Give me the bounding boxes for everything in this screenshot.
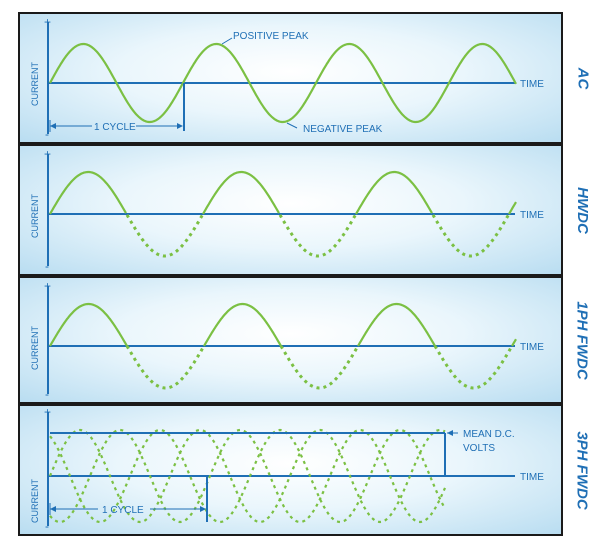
- phase-b-wave: [49, 428, 446, 524]
- minus-sign: -: [45, 127, 49, 141]
- time-label: TIME: [520, 79, 544, 90]
- phase-a-wave: [48, 428, 446, 524]
- fwdc-solid-humps: [49, 302, 517, 347]
- time-label: TIME: [520, 210, 544, 221]
- y-axis-label: CURRENT: [30, 193, 40, 238]
- side-label-hwdc: HWDC: [565, 144, 600, 276]
- plus-sign: +: [44, 15, 51, 29]
- mean-dc-label-line2: VOLTS: [463, 443, 495, 454]
- cycle-arrow-right: [177, 123, 183, 129]
- y-axis-label: CURRENT: [30, 61, 40, 106]
- cycle-arrow-left: [50, 506, 56, 512]
- ac-diagram: + - CURRENT TIME 1 CYCLE POSITIVE PEAK N…: [30, 15, 544, 141]
- minus-sign: -: [45, 259, 49, 273]
- time-label: TIME: [520, 472, 544, 483]
- cycle-label: 1 CYCLE: [102, 505, 144, 516]
- panel-hwdc: + - CURRENT TIME: [18, 144, 563, 276]
- minus-sign: -: [45, 519, 49, 533]
- y-axis-label: CURRENT: [30, 325, 40, 370]
- negative-peak-pointer: [286, 122, 298, 129]
- y-axis-label: CURRENT: [30, 478, 40, 523]
- fwdc-3ph-diagram: + - CURRENT TIME MEAN D.C. VOLTS 1 CYCLE: [30, 406, 544, 533]
- negative-peak-label: NEGATIVE PEAK: [303, 124, 383, 135]
- ac-sine-wave: [49, 42, 517, 124]
- cycle-arrow-right: [200, 506, 206, 512]
- side-label-text: AC: [573, 67, 591, 89]
- hwdc-dotted-half-waves: [125, 213, 511, 258]
- mean-dc-label-line1: MEAN D.C.: [463, 429, 515, 440]
- plus-sign: +: [44, 406, 51, 419]
- hwdc-diagram: + - CURRENT TIME: [30, 147, 544, 273]
- panel-3ph-fwdc: + - CURRENT TIME MEAN D.C. VOLTS 1 CYCLE: [18, 404, 563, 536]
- side-label-text: 1PH FWDC: [574, 300, 591, 380]
- side-label-text: HWDC: [574, 186, 591, 234]
- phase-c-wave: [49, 428, 447, 524]
- plus-sign: +: [44, 279, 51, 293]
- side-label-1ph-fwdc: 1PH FWDC: [565, 276, 600, 404]
- hwdc-solid-half-waves: [49, 170, 517, 215]
- panel-ac: + - CURRENT TIME 1 CYCLE POSITIVE PEAK N…: [18, 12, 563, 144]
- positive-peak-pointer: [221, 37, 233, 45]
- side-label-3ph-fwdc: 3PH FWDC: [565, 404, 600, 536]
- time-label: TIME: [520, 342, 544, 353]
- minus-sign: -: [45, 387, 49, 401]
- plus-sign: +: [44, 147, 51, 161]
- fwdc-1ph-diagram: + - CURRENT TIME: [30, 279, 544, 401]
- panel-1ph-fwdc: + - CURRENT TIME: [18, 276, 563, 404]
- cycle-arrow-left: [50, 123, 56, 129]
- cycle-label: 1 CYCLE: [94, 122, 136, 133]
- positive-peak-label: POSITIVE PEAK: [233, 31, 309, 42]
- mean-dc-arrow: [447, 430, 453, 436]
- side-label-text: 3PH FWDC: [574, 430, 591, 510]
- fwdc-dotted-humps: [125, 345, 514, 390]
- side-label-ac: AC: [565, 12, 600, 144]
